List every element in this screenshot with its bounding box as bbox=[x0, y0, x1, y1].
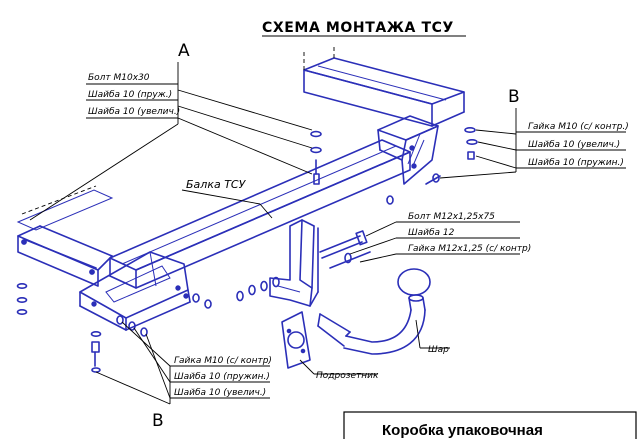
fasteners-right bbox=[386, 127, 478, 205]
socket-bracket-plate bbox=[281, 311, 311, 369]
callout-nut-m12: Гайка М12х1,25 (с/ контр) bbox=[408, 244, 531, 254]
fasteners-top-left bbox=[310, 130, 322, 185]
hitch-bracket bbox=[269, 219, 319, 307]
callout-ball: Шар bbox=[428, 345, 449, 355]
beam-left-plate bbox=[79, 251, 191, 331]
callout-bolt-m10x30: Болт М10х30 bbox=[88, 73, 150, 83]
view-letter-a: A bbox=[178, 41, 190, 61]
left-frame-bracket bbox=[16, 185, 114, 287]
towbar-beam bbox=[109, 139, 411, 289]
view-letter-b-right: B bbox=[508, 87, 520, 107]
packaging-box: Коробка упаковочная bbox=[343, 411, 637, 439]
callout-washer10-enlarged-b2: Шайба 10 (увелич.) bbox=[174, 388, 266, 398]
beam-right-plate bbox=[377, 115, 439, 185]
callout-washer10-spring-a: Шайба 10 (пруж.) bbox=[88, 90, 172, 100]
callout-washer10-enlarged-a: Шайба 10 (увелич.) bbox=[88, 107, 180, 117]
diagram-title: СХЕМА МОНТАЖА ТСУ bbox=[262, 20, 454, 36]
callout-nut-m10-b1: Гайка М10 (с/ контр.) bbox=[528, 122, 629, 132]
right-frame-bracket bbox=[303, 44, 465, 127]
fasteners-lower-left bbox=[116, 293, 212, 337]
callout-beam: Балка ТСУ bbox=[186, 178, 247, 191]
callout-nut-m10-b2: Гайка М10 (с/ контр) bbox=[174, 356, 272, 366]
tow-ball bbox=[317, 268, 431, 355]
callout-washer10-b1: Шайба 10 (увелич.) bbox=[528, 140, 620, 150]
view-letter-b-bottom: B bbox=[152, 411, 164, 431]
callout-washer10-spring-b1: Шайба 10 (пружин.) bbox=[528, 158, 624, 168]
callout-washer10-spring-b2: Шайба 10 (пружин.) bbox=[174, 372, 270, 382]
fasteners-m12 bbox=[236, 230, 371, 302]
leader-lines bbox=[29, 62, 626, 405]
packaging-box-label: Коробка упаковочная bbox=[382, 422, 543, 439]
callout-socket-bracket: Подрозетник bbox=[316, 371, 379, 381]
callout-bolt-m12: Болт М12х1,25х75 bbox=[408, 212, 495, 222]
callout-washer12: Шайба 12 bbox=[408, 228, 455, 238]
